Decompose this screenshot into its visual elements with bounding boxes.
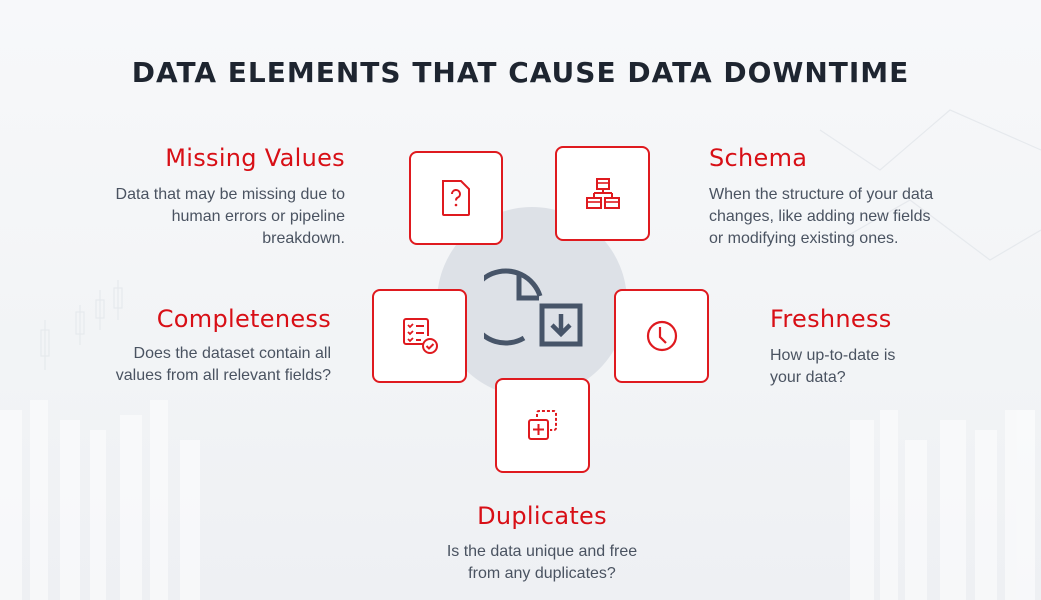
page-title: DATA ELEMENTS THAT CAUSE DATA DOWNTIME: [131, 56, 910, 89]
clock-icon: [646, 320, 677, 352]
file-question-icon: [442, 180, 470, 216]
freshness-icon-box: [614, 289, 709, 383]
missing-values-icon-box: [409, 151, 503, 245]
freshness-title: Freshness: [770, 305, 892, 333]
schema-title: Schema: [709, 144, 808, 172]
missing-values-title: Missing Values: [165, 144, 345, 172]
duplicate-icon: [527, 409, 557, 440]
duplicates-description: Is the data unique and free from any dup…: [446, 543, 638, 582]
clock-download-icon: [484, 268, 583, 347]
completeness-title: Completeness: [156, 305, 331, 333]
freshness-description: How up-to-date is your data?: [770, 347, 896, 386]
hierarchy-icon: [585, 177, 620, 209]
schema-description: When the structure of your data changes,…: [709, 186, 934, 247]
duplicates-title: Duplicates: [477, 502, 607, 530]
checklist-icon: [402, 318, 438, 354]
missing-values-description: Data that may be missing due to human er…: [115, 186, 345, 247]
schema-icon-box: [555, 146, 650, 241]
duplicates-icon-box: [495, 378, 590, 473]
completeness-description: Does the dataset contain all values from…: [115, 345, 331, 384]
completeness-icon-box: [372, 289, 467, 383]
